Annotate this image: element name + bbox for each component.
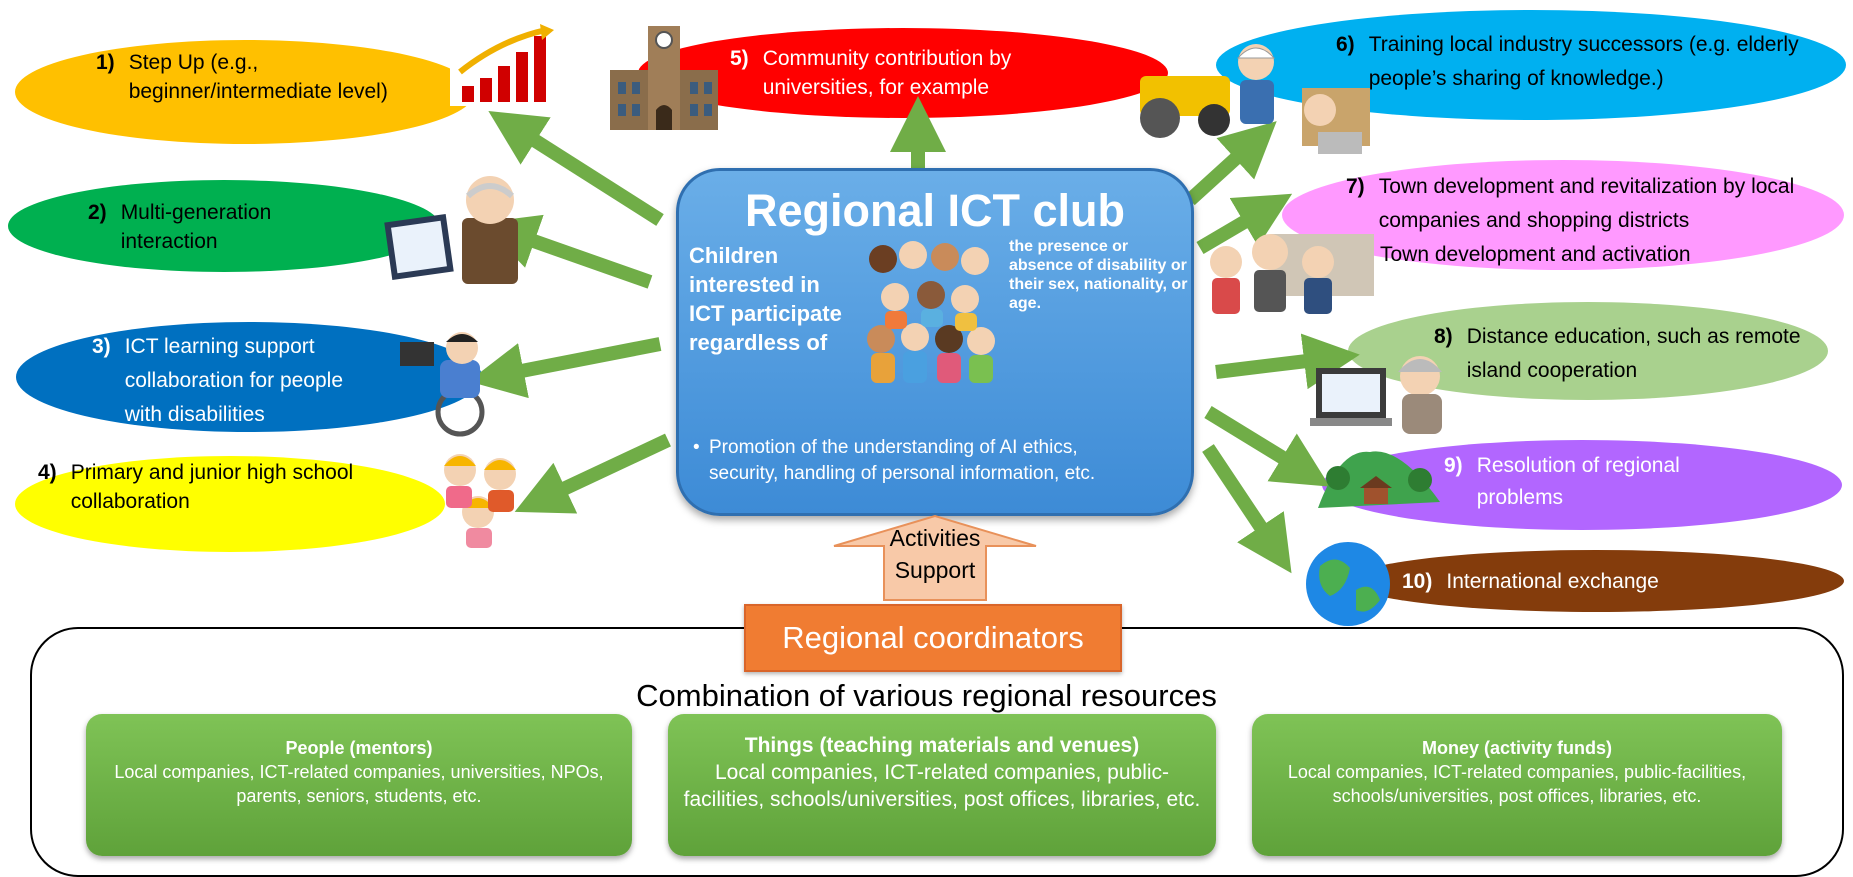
people-card-title: People (mentors) bbox=[285, 738, 433, 758]
arrow-to-item-3 bbox=[468, 337, 662, 399]
globe-icon bbox=[1306, 542, 1390, 626]
children-helmets-icon bbox=[444, 454, 516, 548]
activities-support-text: Activities Support bbox=[832, 522, 1038, 586]
item-10-text: 10) International exchange bbox=[1402, 567, 1782, 596]
item-3-ellipse bbox=[16, 322, 482, 432]
money-card-body: Local companies, ICT-related companies, … bbox=[1287, 762, 1747, 806]
item-8-text: 8) Distance education, such as remote isl… bbox=[1434, 320, 1834, 388]
item-5-text: 5) Community contribution by universities… bbox=[730, 44, 1110, 102]
item-3-text: 3) ICT learning support collaboration for… bbox=[92, 330, 412, 432]
item-5-label: Community contribution by universities, … bbox=[762, 47, 1012, 99]
arrow-to-item-7 bbox=[1196, 193, 1293, 255]
item-5-number: 5) bbox=[730, 47, 749, 70]
item-2-number: 2) bbox=[88, 201, 107, 224]
item-7-text: 7) Town development and revitalization by… bbox=[1346, 170, 1842, 238]
item-2-ellipse bbox=[8, 180, 440, 272]
item-2-text: 2) Multi-generation interaction bbox=[88, 198, 328, 256]
arrow-to-item-2 bbox=[481, 214, 653, 289]
item-1-text: 1) Step Up (e.g., beginner/intermediate l… bbox=[96, 48, 456, 106]
diverse-children-icon bbox=[867, 241, 995, 383]
village-landscape-icon bbox=[1318, 451, 1440, 508]
things-card: Things (teaching materials and venues) L… bbox=[668, 714, 1216, 856]
club-title: Regional ICT club bbox=[744, 185, 1126, 236]
item-10-number: 10) bbox=[1402, 570, 1433, 593]
elderly-woman-laptop-icon bbox=[1310, 356, 1442, 434]
arrow-to-item-10 bbox=[1202, 444, 1292, 574]
money-card-title: Money (activity funds) bbox=[1421, 738, 1613, 758]
things-card-body: Local companies, ICT-related companies, … bbox=[683, 761, 1201, 811]
item-1-number: 1) bbox=[96, 51, 115, 74]
item-7-ellipse bbox=[1282, 160, 1844, 270]
item-1-label: Step Up (e.g., beginner/intermediate lev… bbox=[128, 51, 388, 103]
support-label: Support bbox=[894, 557, 976, 583]
activities-label: Activities bbox=[889, 525, 981, 551]
activities-support-arrow bbox=[833, 514, 1037, 601]
item-6-text: 6) Training local industry successors (e.… bbox=[1336, 28, 1836, 96]
club-inclusion-text: the presence or absence of disability or… bbox=[1009, 238, 1188, 312]
item-7-label: Town development and revitalization by l… bbox=[1378, 175, 1795, 232]
regional-coordinators-label: Regional coordinators bbox=[744, 604, 1122, 672]
people-card-body: Local companies, ICT-related companies, … bbox=[114, 762, 604, 806]
item-9-label: Resolution of regional problems bbox=[1476, 454, 1680, 509]
money-card: Money (activity funds) Local companies, … bbox=[1252, 714, 1782, 856]
arrow-to-item-9 bbox=[1204, 406, 1330, 487]
club-participation-text: Children interested in ICT participate r… bbox=[689, 243, 842, 355]
item-7-number: 7) bbox=[1346, 175, 1365, 198]
wheelchair-child-icon bbox=[400, 332, 485, 437]
elderly-man-tablet-icon bbox=[384, 176, 518, 284]
item-1-ellipse bbox=[15, 40, 475, 144]
item-9-text: 9) Resolution of regional problems bbox=[1444, 450, 1764, 514]
item-4-ellipse bbox=[15, 456, 445, 552]
club-bullet-text: •Promotion of the understanding of AI et… bbox=[693, 435, 1173, 487]
things-card-title: Things (teaching materials and venues) bbox=[744, 734, 1140, 757]
road-roller-workers-icon bbox=[1140, 44, 1370, 154]
arrow-to-item-6 bbox=[1185, 121, 1277, 206]
bar-chart-icon bbox=[450, 24, 564, 106]
item-9-number: 9) bbox=[1444, 454, 1463, 477]
item-4-label: Primary and junior high school collabora… bbox=[70, 461, 354, 513]
university-building-icon bbox=[610, 26, 718, 130]
item-2-label: Multi-generation interaction bbox=[120, 201, 272, 253]
item-6-number: 6) bbox=[1336, 33, 1355, 56]
item-3-label: ICT learning support collaboration for p… bbox=[124, 335, 344, 426]
people-card: People (mentors) Local companies, ICT-re… bbox=[86, 714, 632, 856]
item-4-number: 4) bbox=[38, 461, 57, 484]
item-6-label: Training local industry successors (e.g.… bbox=[1368, 33, 1799, 90]
item-10-label: International exchange bbox=[1446, 570, 1659, 593]
club-bullet-label: Promotion of the understanding of AI eth… bbox=[709, 437, 1096, 484]
item-8-number: 8) bbox=[1434, 325, 1453, 348]
item-4-text: 4) Primary and junior high school collabo… bbox=[38, 458, 418, 516]
arrow-to-item-4 bbox=[514, 433, 671, 514]
combination-heading: Combination of various regional resource… bbox=[636, 678, 1217, 713]
item-8-label: Distance education, such as remote islan… bbox=[1466, 325, 1801, 382]
item-3-number: 3) bbox=[92, 335, 111, 358]
item-10-ellipse bbox=[1348, 550, 1844, 612]
item-7-subtext: Town development and activation bbox=[1380, 243, 1691, 266]
arrow-to-item-8 bbox=[1215, 333, 1360, 390]
townspeople-icon bbox=[1210, 234, 1374, 314]
regional-ict-club-box: Regional ICT club Children interested in… bbox=[676, 168, 1194, 516]
arrow-to-item-1 bbox=[488, 110, 664, 226]
